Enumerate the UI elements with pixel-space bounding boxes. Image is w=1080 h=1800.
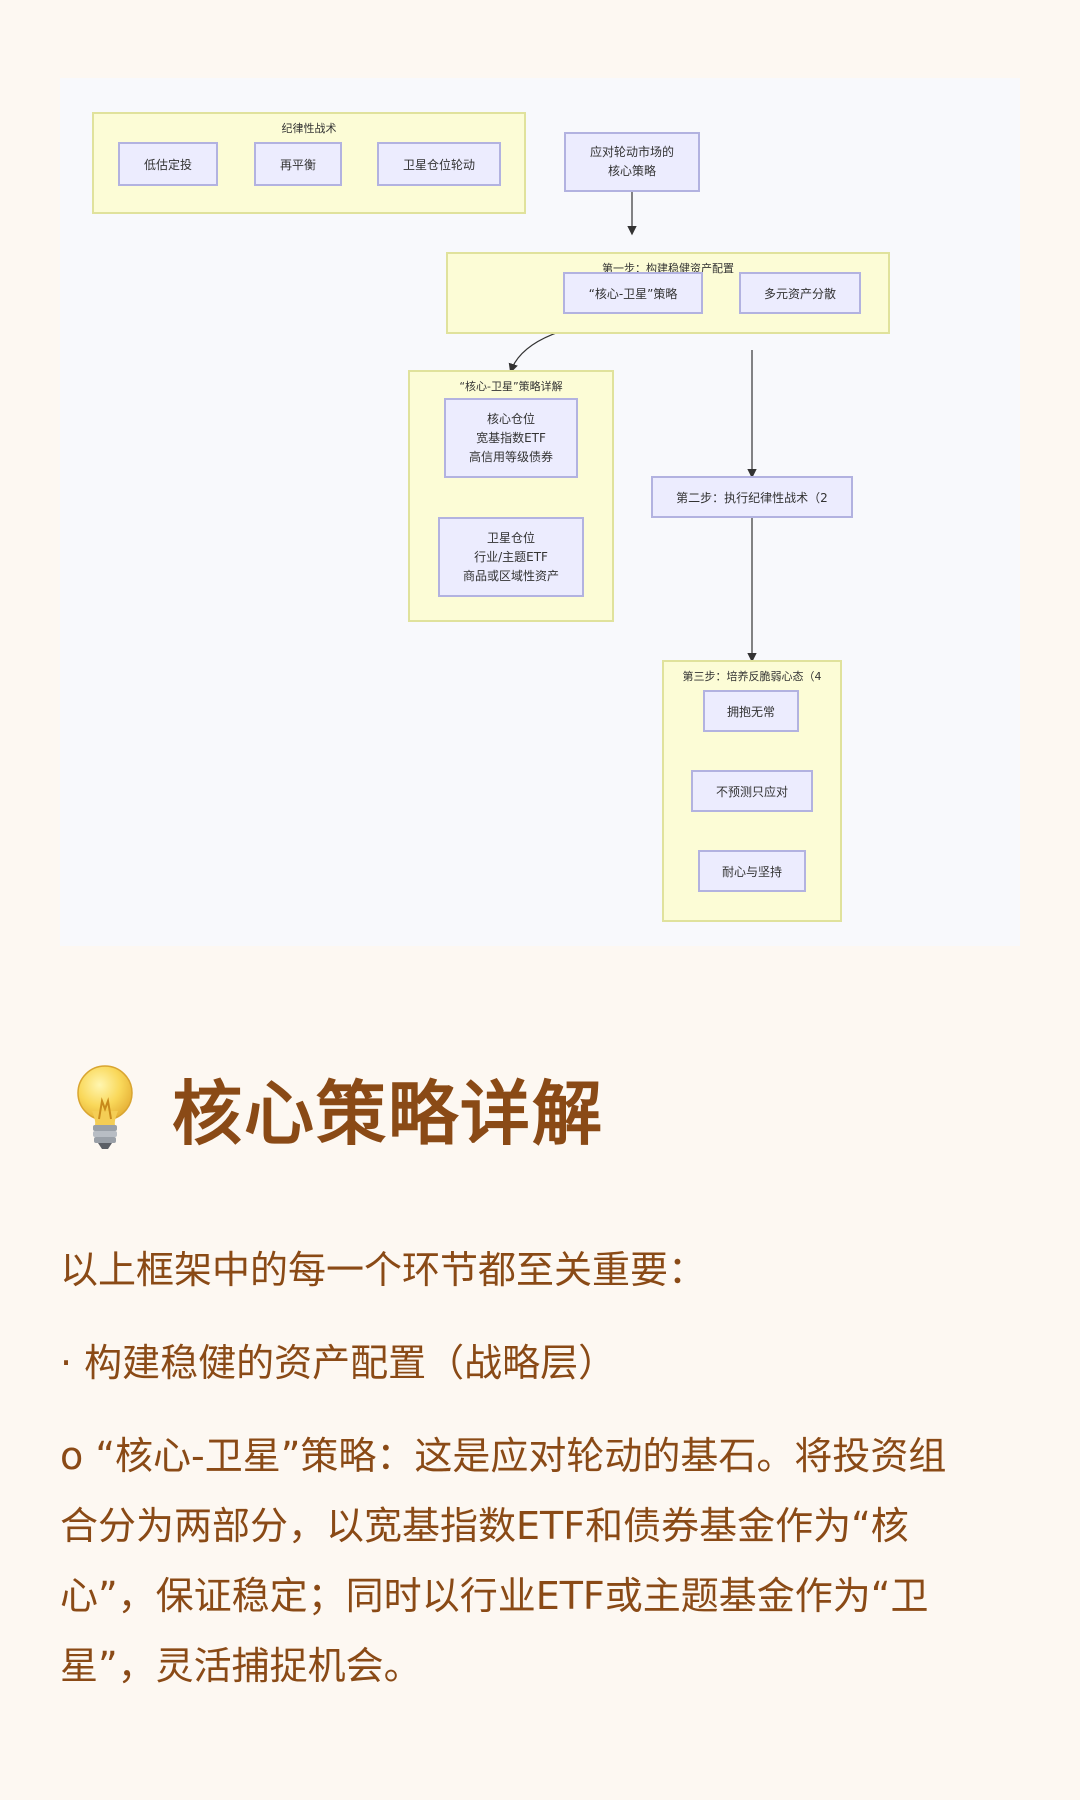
node-step2: 第二步：执行纪律性战术（2 xyxy=(651,476,853,518)
group-title: 纪律性战术 xyxy=(281,122,337,135)
paragraph-line: 心”，保证稳定；同时以行业ETF或主题基金作为“卫 xyxy=(60,1574,929,1618)
node-no-predict: 不预测只应对 xyxy=(691,770,813,812)
node-core-strategy: 应对轮动市场的 核心策略 xyxy=(564,132,700,192)
node-embrace: 拥抱无常 xyxy=(703,690,799,732)
bullet-asset-allocation: · 构建稳健的资产配置（战略层） xyxy=(60,1341,617,1385)
node-diversify: 多元资产分散 xyxy=(739,272,861,314)
group-title: “核心-卫星”策略详解 xyxy=(459,380,563,393)
paragraph-line: o “核心-卫星”策略：这是应对轮动的基石。将投资组 xyxy=(60,1434,947,1478)
node-line: 应对轮动市场的 xyxy=(589,145,674,159)
node-line: 宽基指数ETF xyxy=(476,430,546,445)
light-bulb-icon xyxy=(77,1065,133,1149)
node-low-valuation: 低估定投 xyxy=(118,142,218,186)
section-title: 核心策略详解 xyxy=(172,1072,604,1155)
paragraph-line: 星”，灵活捕捉机会。 xyxy=(60,1644,422,1688)
node-line: 核心仓位 xyxy=(486,411,535,426)
node-core-position: 核心仓位 宽基指数ETF 高信用等级债券 xyxy=(444,398,578,478)
node-satellite-position: 卫星仓位 行业/主题ETF 商品或区域性资产 xyxy=(438,517,584,597)
node-patience: 耐心与坚持 xyxy=(698,850,806,892)
node-line: 商品或区域性资产 xyxy=(462,568,559,583)
node-line: 核心策略 xyxy=(607,164,656,178)
node-line: 高信用等级债券 xyxy=(468,449,553,464)
group-title: 第三步：培养反脆弱心态（4 xyxy=(682,670,822,683)
intro-text: 以上框架中的每一个环节都至关重要： xyxy=(60,1248,707,1292)
node-line: 行业/主题ETF xyxy=(474,549,548,564)
paragraph-line: 合分为两部分，以宽基指数ETF和债券基金作为“核 xyxy=(60,1504,909,1548)
group-title: 第一步：构建稳健资产配置 xyxy=(602,262,734,275)
node-satellite-rotation: 卫星仓位轮动 xyxy=(377,142,501,186)
section-heading: 核心策略详解 xyxy=(70,1063,604,1155)
node-core-satellite: “核心-卫星”策略 xyxy=(563,272,703,314)
core-satellite-paragraph: o “核心-卫星”策略：这是应对轮动的基石。将投资组 合分为两部分，以宽基指数E… xyxy=(60,1421,1020,1701)
flowchart-diagram: 纪律性战术 低估定投 再平衡 卫星仓位轮动 应对轮动市场的 核心策略 第一步：构… xyxy=(60,78,1020,946)
node-line: 卫星仓位 xyxy=(486,530,535,545)
node-rebalance: 再平衡 xyxy=(254,142,342,186)
